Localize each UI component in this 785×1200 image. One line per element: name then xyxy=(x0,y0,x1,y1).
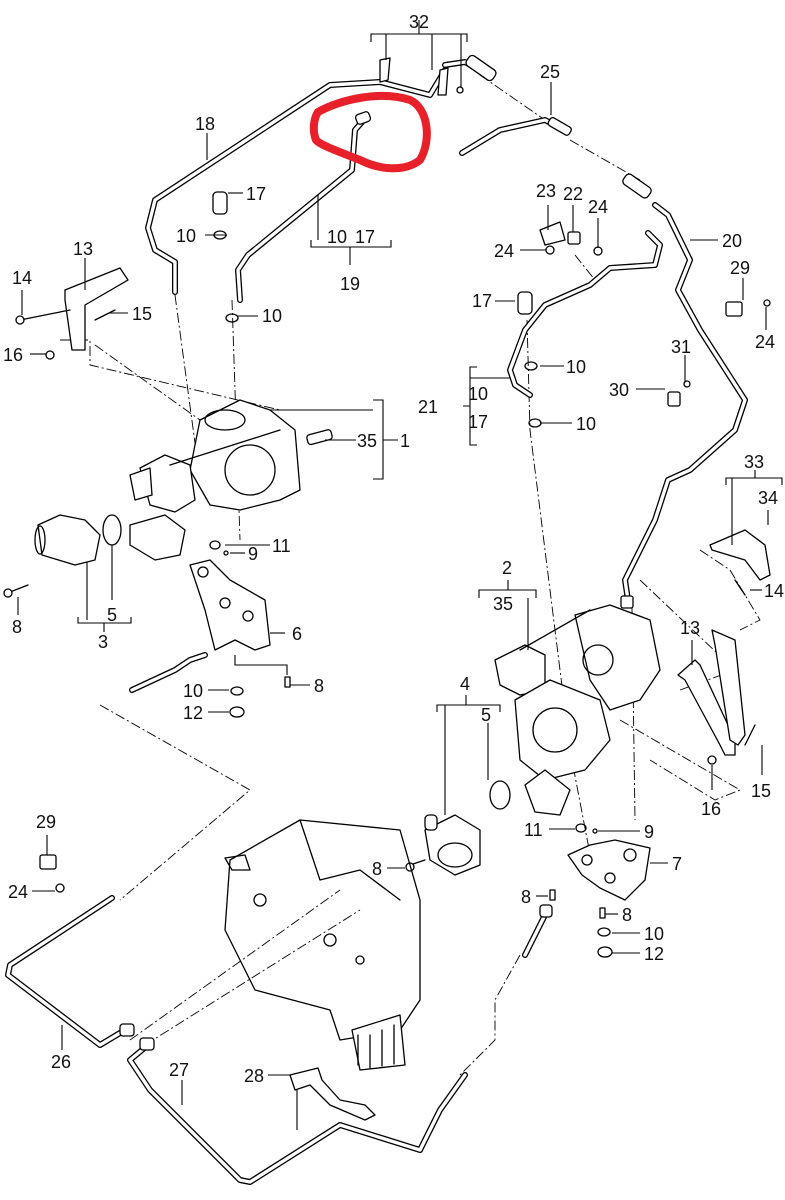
callout-18: 18 xyxy=(195,114,215,134)
callout-12: 12 xyxy=(644,944,664,964)
inlet-elbow-4 xyxy=(424,780,511,876)
oil-adapter-6 xyxy=(189,559,271,651)
callout-1: 1 xyxy=(400,431,410,451)
callout-7: 7 xyxy=(672,854,682,874)
pipe-27 xyxy=(127,1037,468,1185)
callout-4: 4 xyxy=(460,674,470,694)
callout-10: 10 xyxy=(183,681,203,701)
callout-33: 33 xyxy=(744,452,764,472)
callout-21-10: 10 xyxy=(468,384,488,404)
washers-right xyxy=(549,823,613,958)
highlight-circle xyxy=(309,91,431,173)
callout-15: 15 xyxy=(132,304,152,324)
pipe-19 xyxy=(235,111,372,303)
callout-12: 12 xyxy=(183,703,203,723)
callout-22: 22 xyxy=(563,184,583,204)
callout-24: 24 xyxy=(494,241,514,261)
turbocharger-left xyxy=(129,399,301,561)
callout-31: 31 xyxy=(671,337,691,357)
callout-16: 16 xyxy=(3,345,23,365)
clips-top xyxy=(39,57,771,893)
hose-32-end xyxy=(442,54,497,82)
callout-9: 9 xyxy=(644,822,654,842)
callout-3: 3 xyxy=(98,632,108,652)
callout-30: 30 xyxy=(609,380,629,400)
pipe-21 xyxy=(507,230,663,398)
callout-15: 15 xyxy=(751,781,771,801)
callout-27: 27 xyxy=(169,1060,189,1080)
hose-25 xyxy=(459,116,572,156)
bracket-28 xyxy=(289,1067,376,1121)
callout-labels: 32 25 18 17 10 10 17 19 10 13 14 15 16 2… xyxy=(3,12,784,1086)
callout-8: 8 xyxy=(314,676,324,696)
callout-14: 14 xyxy=(12,268,32,288)
pipe-26 xyxy=(5,895,135,1048)
callout-32: 32 xyxy=(409,12,429,32)
callout-20: 20 xyxy=(722,231,742,251)
callout-6: 6 xyxy=(292,624,302,644)
callout-8: 8 xyxy=(12,617,22,637)
callout-26: 26 xyxy=(51,1052,71,1072)
bracket-13-left xyxy=(15,267,129,360)
pipe-lower-right xyxy=(522,904,553,958)
callout-2: 2 xyxy=(502,558,512,578)
callout-10: 10 xyxy=(566,357,586,377)
callout-10: 10 xyxy=(576,414,596,434)
inlet-elbow-3 xyxy=(34,514,122,566)
callout-25: 25 xyxy=(540,62,560,82)
engine-block xyxy=(224,819,421,1071)
turbocharger-right xyxy=(494,604,661,816)
callout-17: 17 xyxy=(246,184,266,204)
bracket-33 xyxy=(709,529,771,596)
callout-29: 29 xyxy=(730,258,750,278)
pipe-20 xyxy=(620,173,748,609)
callout-8: 8 xyxy=(372,859,382,879)
callout-5: 5 xyxy=(481,705,491,725)
callout-19-10: 10 xyxy=(327,227,347,247)
callout-10: 10 xyxy=(262,306,282,326)
callout-35: 35 xyxy=(493,594,513,614)
oil-adapter-7 xyxy=(567,839,651,901)
callout-17: 17 xyxy=(472,291,492,311)
stud-35 xyxy=(306,429,333,446)
callout-34: 34 xyxy=(758,488,778,508)
callout-21-17: 17 xyxy=(468,412,488,432)
callout-14: 14 xyxy=(764,581,784,601)
callout-11: 11 xyxy=(272,536,291,556)
bracket-13-right xyxy=(677,629,756,765)
callout-11: 11 xyxy=(524,820,543,840)
callout-19-17: 17 xyxy=(355,227,375,247)
pipe-18 xyxy=(145,67,448,295)
callout-24: 24 xyxy=(588,197,608,217)
bolt-8-left xyxy=(3,584,29,598)
hose-6-outlet xyxy=(129,652,208,693)
callout-8: 8 xyxy=(521,887,531,907)
leader-lines xyxy=(17,20,783,1130)
callout-13: 13 xyxy=(680,618,700,638)
callout-9: 9 xyxy=(248,544,258,564)
callout-28: 28 xyxy=(244,1066,264,1086)
callout-23: 23 xyxy=(536,181,556,201)
callout-10: 10 xyxy=(176,226,196,246)
callout-16: 16 xyxy=(701,799,721,819)
callout-24: 24 xyxy=(8,882,28,902)
callout-5: 5 xyxy=(107,605,117,625)
callout-19: 19 xyxy=(340,274,360,294)
callout-13: 13 xyxy=(73,239,93,259)
callout-10: 10 xyxy=(644,924,664,944)
callout-21: 21 xyxy=(418,397,438,417)
callout-35: 35 xyxy=(357,431,377,451)
washers-left xyxy=(209,540,291,718)
callout-29: 29 xyxy=(36,812,56,832)
callout-24: 24 xyxy=(755,332,775,352)
callout-8: 8 xyxy=(622,905,632,925)
